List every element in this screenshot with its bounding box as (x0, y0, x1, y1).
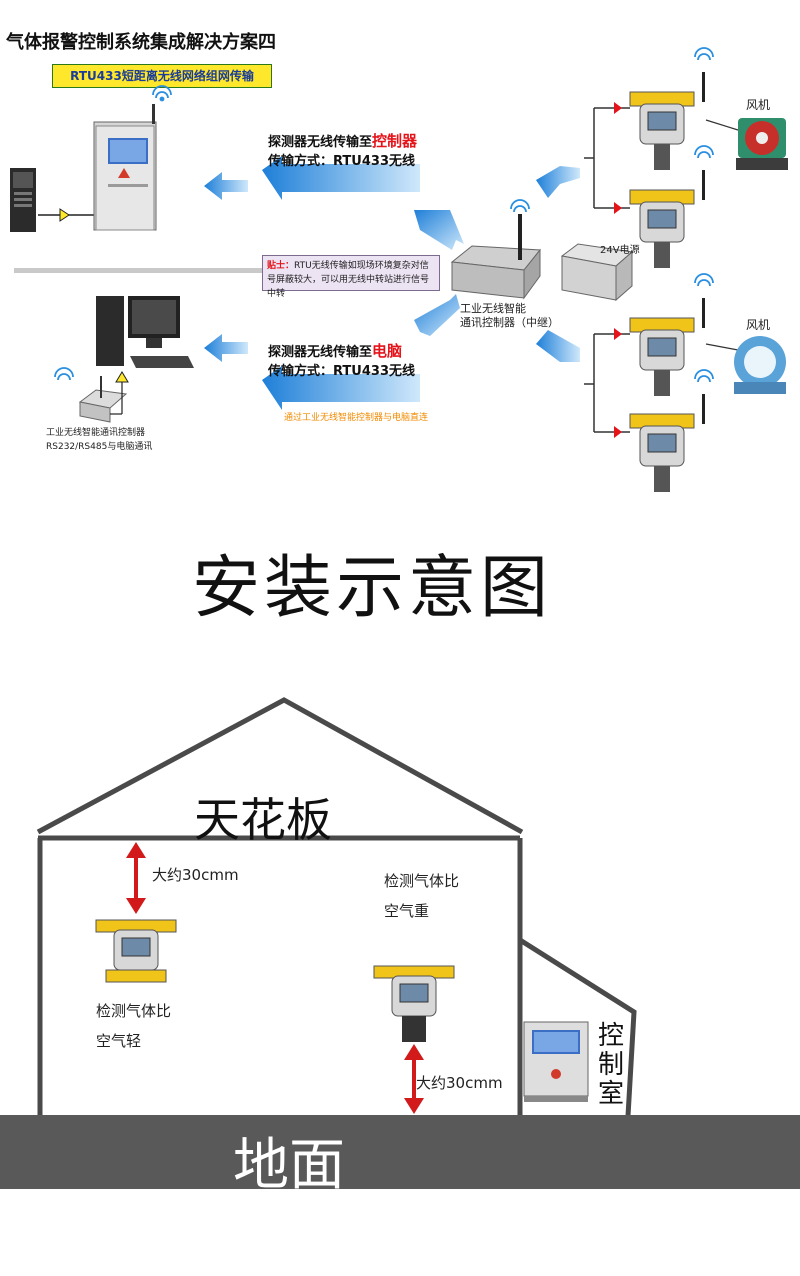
computer-icon (96, 296, 194, 368)
section-title: 安装示意图 (192, 549, 553, 628)
pc-direct-note: 通过工业无线智能控制器与电脑直连 (284, 413, 429, 423)
fan-label: 风机 (746, 98, 771, 112)
controller-annotation: 探测器无线传输至控制器 传输方式：RTU433无线 (268, 132, 417, 171)
heavy-gas-line: 检测气体比 (384, 872, 460, 890)
pc-module-label: 工业无线智能通讯控制器 RS232/RS485与电脑通讯 (46, 426, 152, 454)
arrow-to-pc (204, 334, 420, 410)
gas-detector (629, 170, 705, 268)
relay-label-line: 通讯控制器（中继） (460, 316, 559, 329)
arrow-relay-up (414, 210, 464, 250)
annotation-text: 传输方式：RTU433无线 (268, 364, 415, 379)
distance-label: 大约30cmm (416, 1074, 503, 1092)
fan-label: 风机 (746, 318, 771, 332)
gas-detector (629, 298, 705, 396)
annotation-text: 传输方式：RTU433无线 (268, 154, 415, 169)
transmission-badge: RTU433短距离无线网络组网传输 (52, 64, 272, 88)
tip-label: 贴士： (267, 261, 295, 271)
wifi-icon (694, 47, 714, 383)
pc-module-label-line: 工业无线智能通讯控制器 (46, 428, 146, 438)
house-outline (36, 697, 637, 1117)
detector-bus-lines (584, 107, 630, 433)
relay-controller-device (450, 214, 541, 300)
distance-label: 大约30cmm (152, 866, 239, 884)
heavy-gas-note: 检测气体比 空气重 (384, 866, 459, 926)
power-label: 24V电源 (600, 245, 640, 256)
divider-line (14, 268, 264, 273)
gas-detector (629, 72, 705, 170)
annotation-highlight: 电脑 (372, 342, 403, 360)
control-room-label: 控 制 室 (598, 1022, 624, 1109)
heavy-gas-line: 空气重 (384, 902, 430, 920)
diagram-title: 气体报警控制系统集成解决方案四 (6, 32, 276, 53)
light-gas-note: 检测气体比 空气轻 (96, 996, 171, 1056)
annotation-text: 探测器无线传输至 (268, 135, 373, 150)
relay-label: 工业无线智能 通讯控制器（中继） (460, 302, 559, 330)
signal-arrow-markers (614, 102, 622, 438)
wifi-icon (54, 367, 74, 381)
annotation-text: 探测器无线传输至 (268, 345, 373, 360)
gas-detector (629, 394, 705, 492)
pc-wireless-module (78, 376, 128, 423)
distance-arrow (126, 842, 146, 914)
arrow-relay-down (414, 294, 460, 336)
ground-label: 地面 (233, 1133, 345, 1198)
tip-box: 贴士：RTU无线传输如现场环境复杂对信号屏蔽较大，可以用无线中转站进行信号中转 (262, 255, 440, 299)
annotation-highlight: 控制器 (372, 132, 418, 150)
pc-annotation: 探测器无线传输至电脑 传输方式：RTU433无线 (268, 342, 415, 381)
light-gas-line: 空气轻 (96, 1032, 142, 1050)
gas-detector (95, 919, 177, 983)
distance-arrow (404, 1044, 424, 1114)
alarm-controller-cabinet (93, 104, 157, 231)
control-room-char: 室 (598, 1079, 625, 1109)
arrow-detectors-to-relay-top (536, 166, 580, 198)
arrow-to-controller (204, 156, 420, 200)
arrow-detectors-to-relay-bottom (536, 330, 580, 362)
light-gas-line: 检测气体比 (96, 1002, 172, 1020)
fan-icon (736, 118, 788, 170)
pc-module-label-line: RS232/RS485与电脑通讯 (46, 442, 153, 452)
control-room-cabinet (523, 1021, 589, 1102)
power-supply (560, 243, 634, 302)
wifi-icon (510, 199, 530, 213)
wifi-icon (152, 85, 172, 102)
gas-detector (373, 965, 455, 1042)
relay-label-line: 工业无线智能 (460, 302, 526, 315)
ground-band (0, 1115, 800, 1189)
tip-text: RTU无线传输如现场环境复杂对信号屏蔽较大，可以用无线中转站进行信号中转 (267, 261, 430, 299)
control-room-char: 制 (598, 1050, 625, 1080)
ceiling-label: 天花板 (194, 793, 332, 847)
control-room-char: 控 (598, 1021, 625, 1051)
fan-icon (734, 336, 786, 394)
server-icon (10, 168, 36, 232)
